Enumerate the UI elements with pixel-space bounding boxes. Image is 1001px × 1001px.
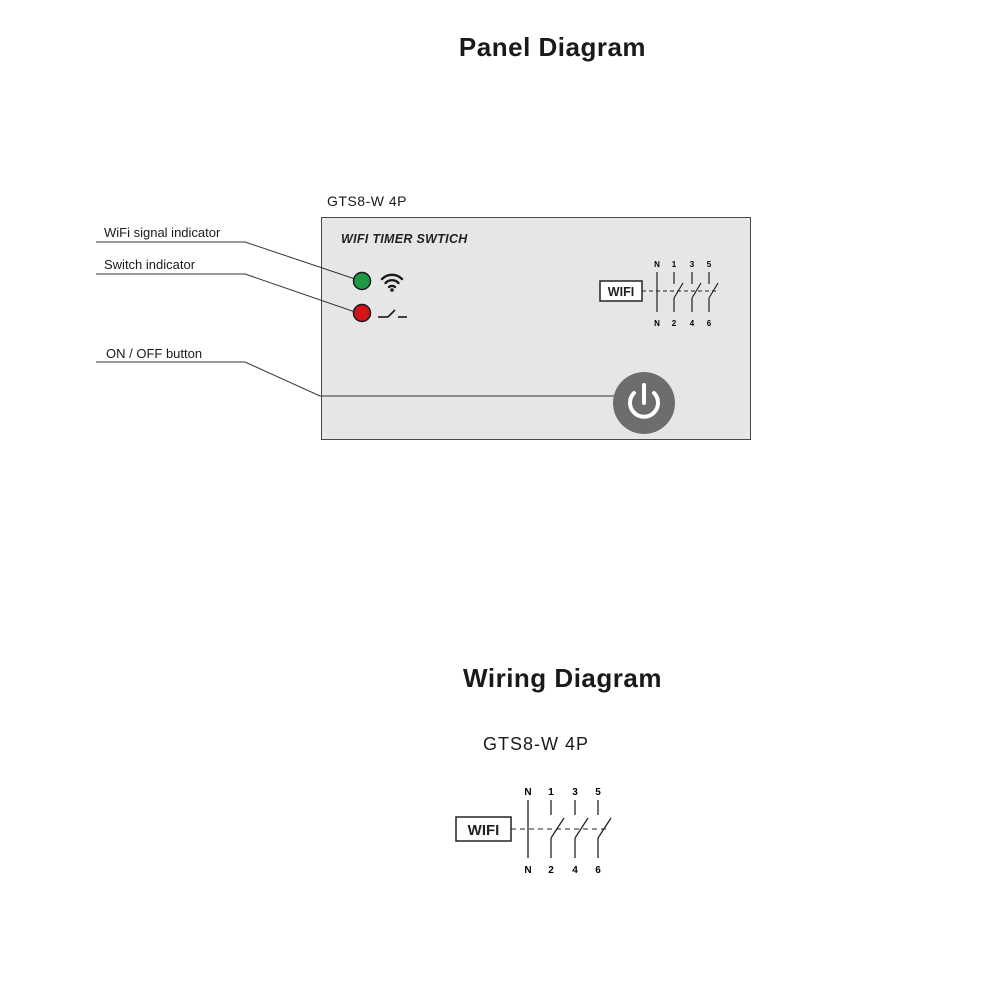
switch-indicator-led	[352, 303, 372, 323]
panel-terminal-bottom-6: 6	[707, 319, 712, 328]
onoff-button[interactable]	[613, 372, 675, 434]
wifi-signal-icon	[380, 273, 404, 292]
onoff-callout-line	[96, 361, 614, 397]
panel-wiring-schematic: WIFI N 1 3 5 N 2 4 6	[599, 260, 719, 328]
device-name-label: WIFI TIMER SWTICH	[341, 232, 468, 246]
panel-terminal-top-5: 5	[707, 260, 712, 269]
panel-terminal-top-1: 1	[672, 260, 677, 269]
wiring-terminal-bottom-2: 2	[548, 865, 554, 876]
wiring-terminal-top-3: 3	[572, 787, 578, 798]
power-icon	[628, 383, 660, 419]
panel-schematic-wifi-label: WIFI	[608, 285, 634, 299]
panel-terminal-top-3: 3	[690, 260, 695, 269]
panel-terminal-bottom-2: 2	[672, 319, 677, 328]
panel-model-label: GTS8-W 4P	[327, 193, 407, 209]
wiring-diagram-title: Wiring Diagram	[463, 663, 662, 693]
panel-schematic-pole-2	[691, 272, 702, 312]
wiring-wifi-box	[455, 816, 512, 842]
panel-terminal-bottom-n: N	[654, 319, 660, 328]
wiring-wifi-label: WIFI	[468, 822, 500, 839]
wifi-indicator-led	[352, 271, 372, 291]
switch-callout-line	[96, 273, 359, 314]
callout-lines	[96, 241, 614, 397]
wiring-terminal-bottom-6: 6	[595, 865, 601, 876]
wiring-terminal-top-n: N	[524, 787, 531, 798]
panel-schematic-pole-3	[708, 272, 719, 312]
wiring-terminal-top-5: 5	[595, 787, 601, 798]
panel-terminal-top-n: N	[654, 260, 660, 269]
wiring-schematic: WIFI N 1 3 5 N 2 4 6	[455, 787, 612, 876]
panel-diagram-title: Panel Diagram	[458, 32, 647, 62]
switch-indicator-callout-label: Switch indicator	[104, 257, 196, 272]
wiring-terminal-bottom-4: 4	[572, 865, 578, 876]
wiring-terminal-top-1: 1	[548, 787, 554, 798]
wiring-pole-2	[574, 800, 589, 858]
panel-schematic-pole-1	[673, 272, 684, 312]
switch-symbol-icon	[378, 309, 407, 318]
wiring-terminal-bottom-n: N	[524, 865, 531, 876]
panel-terminal-bottom-4: 4	[690, 319, 695, 328]
wiring-model-label: GTS8-W 4P	[483, 734, 590, 754]
wifi-callout-line	[96, 241, 356, 280]
wifi-indicator-callout-label: WiFi signal indicator	[104, 225, 221, 240]
wiring-pole-3	[597, 800, 612, 858]
device-panel: WIFI TIMER SWTICH	[321, 217, 751, 440]
onoff-button-callout-label: ON / OFF button	[106, 346, 203, 361]
wiring-pole-1	[550, 800, 565, 858]
